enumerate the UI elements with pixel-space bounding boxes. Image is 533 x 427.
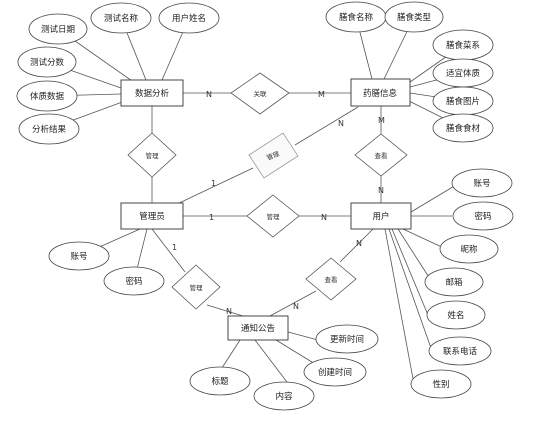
attribute-notice-2: 创建时间 [303,357,367,387]
entity-notice: 通知公告 [227,315,289,341]
relationship-admin-notice: 管理 [171,264,221,310]
attribute-user-1: 密码 [452,201,514,231]
attribute-label: 膳食类型 [397,12,432,23]
relationship-admin-user: 管理 [246,194,300,238]
entity-label: 用户 [372,211,389,222]
attribute-da-0: 测试日期 [28,13,88,45]
attribute-notice-0: 标题 [189,366,251,396]
cardinality-label: 1 [211,179,216,188]
entity-admin: 管理员 [120,202,184,230]
attribute-notice-3: 更新时间 [315,324,379,354]
attribute-diet-4: 膳食图片 [432,86,494,116]
cardinality-label: N [226,307,232,316]
attribute-label: 测试日期 [41,24,75,35]
attribute-label: 适宜体质 [446,68,481,79]
entity-label: 通知公告 [241,323,275,334]
attribute-da-1: 测试名称 [90,2,152,34]
cardinality-label: N [293,302,299,311]
attribute-label: 性别 [432,379,449,390]
attribute-label: 膳食图片 [446,96,480,107]
entities: 数据分析 药膳信息 管理员 用户 通知公告 [120,78,412,341]
attribute-label: 膳食菜系 [446,40,480,51]
relationship-label: 管理 [267,212,281,221]
attribute-diet-5: 膳食食材 [432,113,494,143]
attribute-label: 膳食食材 [446,123,481,134]
attribute-da-2: 用户姓名 [158,2,220,34]
attribute-diet-3: 适宜体质 [432,58,494,88]
cardinality-label: N [321,213,327,222]
relationship-diamonds: 关联 管理 管理 查看 管理 管理 查看 [127,72,408,310]
attribute-label: 内容 [275,391,293,402]
entity-label: 数据分析 [135,88,170,99]
attribute-label: 创建时间 [318,367,352,378]
relationship-label: 查看 [325,275,339,284]
relationship-label: 查看 [375,151,389,160]
relationship-da-diet: 关联 [230,72,290,115]
attribute-label: 昵称 [460,244,478,255]
attribute-label: 账号 [473,179,490,189]
attribute-label: 测试分数 [30,57,65,68]
attribute-notice-1: 内容 [253,381,315,411]
attribute-da-3: 测试分数 [17,46,77,78]
entity-label: 管理员 [139,211,165,222]
attribute-label: 密码 [125,276,142,287]
attribute-da-5: 分析结果 [18,113,80,145]
attribute-label: 邮箱 [445,277,463,288]
entity-user: 用户 [350,202,412,230]
attribute-label: 更新时间 [330,334,364,345]
entity-diet-info: 药膳信息 [350,78,411,107]
relationship-label: 管理 [190,283,204,292]
entity-label: 药膳信息 [363,88,398,99]
attribute-label: 标题 [211,376,229,387]
cardinality-label: 1 [172,243,177,252]
attribute-label: 账号 [70,252,87,262]
relationship-admin-da: 管理 [127,132,177,178]
attribute-label: 体质数据 [30,91,65,102]
attribute-label: 分析结果 [32,124,67,135]
attribute-diet-0: 膳食名称 [325,1,387,33]
attribute-label: 测试名称 [104,13,139,24]
cardinality-label: M [318,90,325,99]
entity-data-analysis: 数据分析 [120,79,184,107]
attribute-diet-2: 膳食菜系 [432,29,494,61]
relationship-user-notice: 查看 [305,257,357,301]
attribute-label: 膳食名称 [339,12,374,23]
attribute-label: 姓名 [447,310,464,321]
cardinality-label: N [206,90,212,99]
cardinality-label: N [338,119,344,128]
relationship-user-diet: 查看 [354,133,408,177]
attribute-user-4: 姓名 [426,300,486,330]
cardinalities: N M 1 N M N 1 N 1 N N N [172,90,385,316]
relationship-admin-diet: 管理 [248,132,299,179]
attribute-user-0: 账号 [451,168,513,198]
attribute-label: 密码 [474,211,491,222]
attribute-user-6: 性别 [410,369,472,399]
relationship-label: 管理 [146,151,160,160]
attribute-label: 联系电话 [443,346,478,357]
cardinality-label: 1 [209,213,214,222]
cardinality-label: N [356,239,362,248]
cardinality-label: M [378,116,385,125]
attribute-admin-1: 密码 [103,266,165,296]
cardinality-label: N [378,186,384,195]
attribute-label: 用户姓名 [172,13,206,24]
relationship-label: 关联 [254,89,268,98]
attribute-user-2: 昵称 [439,234,499,264]
attributes: 测试日期 测试名称 用户姓名 测试分数 体质数据 分析结果 膳食名称 膳食类型 … [16,1,514,411]
attribute-user-5: 联系电话 [428,336,492,366]
attribute-da-4: 体质数据 [16,80,78,112]
attribute-user-3: 邮箱 [424,267,484,297]
attribute-admin-0: 账号 [48,241,110,271]
attribute-diet-1: 膳食类型 [384,1,444,33]
